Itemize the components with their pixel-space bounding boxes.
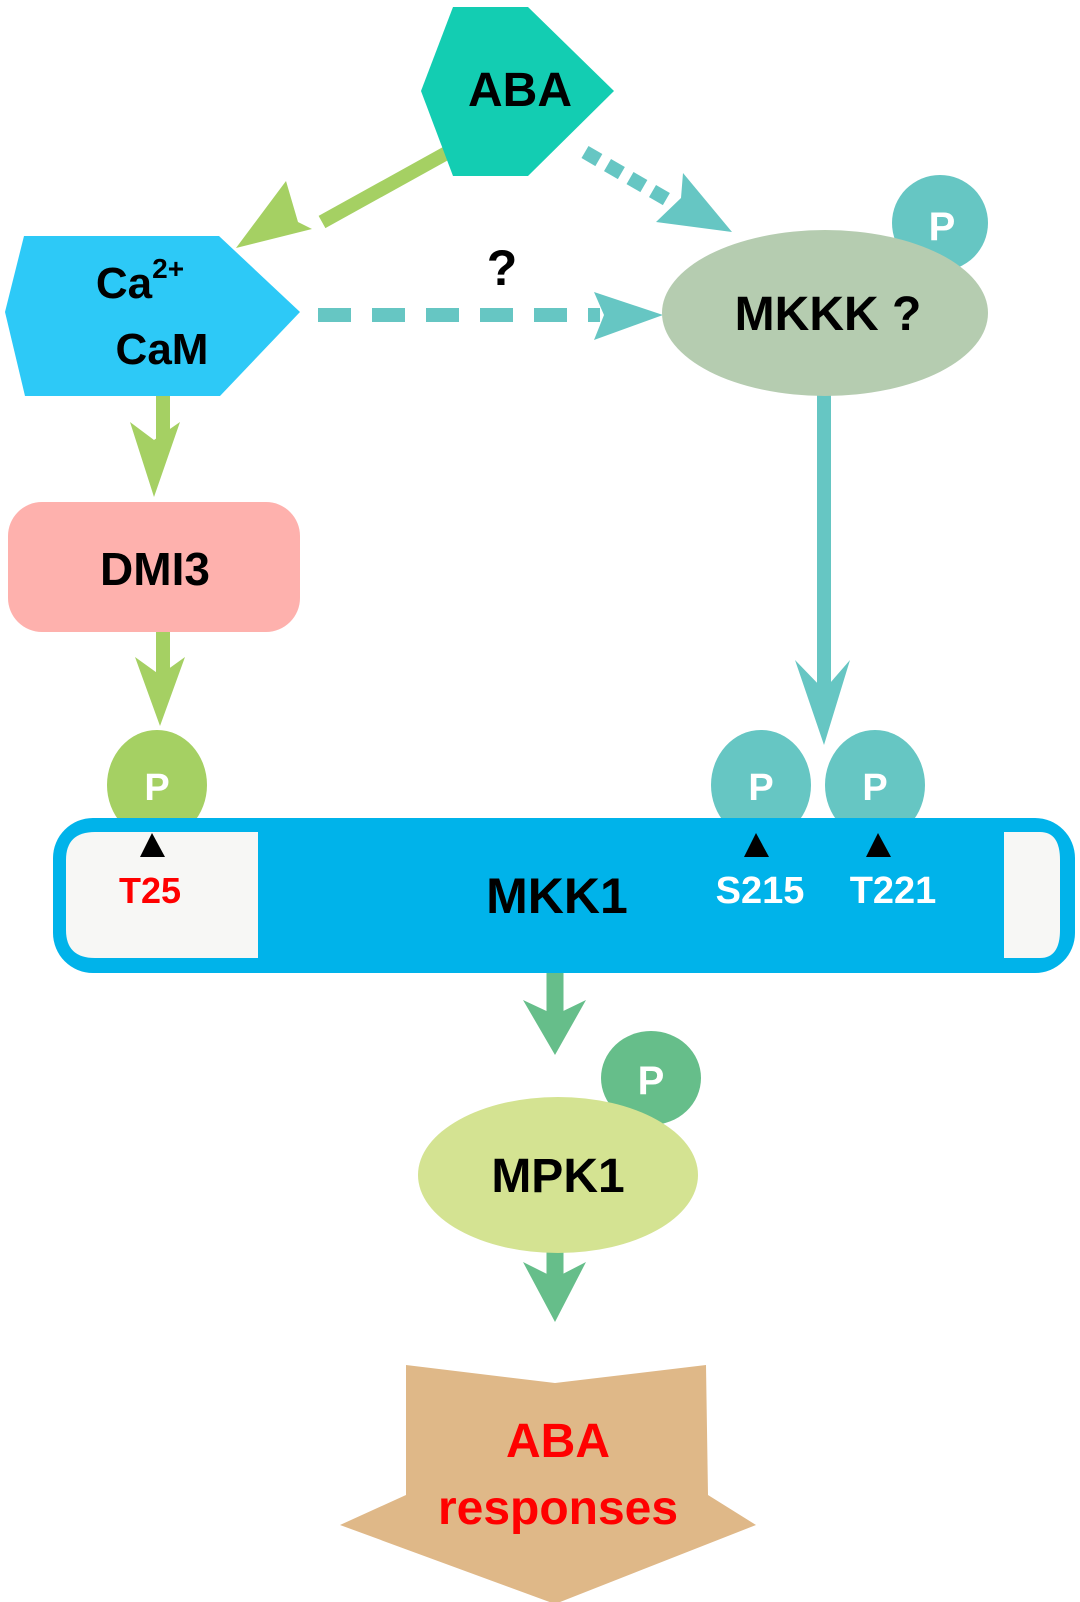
mkk1-n-terminal-cap	[66, 832, 258, 958]
aba-responses-chevron	[340, 1365, 756, 1602]
mkk1-bar	[53, 818, 1075, 973]
aba-responses-label-line1: ABA	[506, 1415, 610, 1468]
dmi3-label: DMI3	[100, 543, 210, 595]
t25-phospho-label: P	[144, 767, 169, 809]
t221-site-marker-icon	[866, 833, 891, 857]
ca-label: Ca2+	[96, 253, 184, 308]
arrow-aba-to-mkkk	[581, 145, 732, 232]
mkkk-ellipse	[662, 230, 988, 396]
mkkk-label: MKKK ?	[735, 288, 922, 341]
arrow-ca-to-dmi3	[130, 395, 180, 497]
t25-phospho-circle	[107, 730, 207, 840]
mkkk-phospho-label: P	[929, 205, 956, 249]
t221-site-label: T221	[850, 870, 937, 912]
cam-label: CaM	[116, 325, 209, 374]
arrow-mkk1-to-mpk1	[523, 960, 586, 1055]
s215-phospho-label: P	[748, 767, 773, 809]
unknown-link-question-mark: ?	[487, 240, 518, 296]
t25-phospho-group: P	[107, 730, 207, 840]
mpk1-label: MPK1	[491, 1150, 624, 1203]
ca-cam-node: Ca2+ CaM	[5, 236, 300, 396]
s215-phospho-group: P	[711, 730, 811, 840]
aba-node: ABA	[421, 7, 614, 176]
mpk1-phospho-circle	[601, 1031, 701, 1125]
mpk1-ellipse	[418, 1097, 698, 1253]
s215-phospho-circle	[711, 730, 811, 840]
aba-hexagon	[421, 7, 614, 176]
mpk1-phospho-label: P	[638, 1059, 665, 1103]
arrow-dmi3-to-t25	[135, 630, 185, 726]
dmi3-box	[8, 502, 300, 632]
arrow-mkkk-to-mkk1	[795, 395, 850, 745]
t221-phospho-label: P	[862, 767, 887, 809]
ca-cam-hexagon	[5, 236, 300, 396]
ca-label-main: Ca	[96, 259, 153, 308]
arrow-ca-to-mkkk	[318, 292, 663, 340]
t221-phospho-group: P	[825, 730, 925, 840]
dmi3-node: DMI3	[8, 502, 300, 632]
mkk1-label: MKK1	[486, 868, 628, 924]
mpk1-node: P MPK1	[418, 1031, 701, 1253]
t221-phospho-circle	[825, 730, 925, 840]
t25-site-marker-icon	[140, 833, 165, 857]
ca-charge-superscript: 2+	[152, 253, 184, 284]
t25-site-label: T25	[119, 870, 181, 911]
aba-responses-label-line2: responses	[438, 1482, 678, 1535]
mkk1-c-terminal-cap	[1004, 832, 1060, 958]
s215-site-marker-icon	[744, 833, 769, 857]
aba-responses-node: ABA responses	[340, 1365, 756, 1602]
aba-label: ABA	[468, 64, 572, 117]
arrow-aba-to-ca	[236, 143, 456, 248]
mkk1-node: T25 MKK1 S215 T221	[53, 818, 1075, 973]
mpk1-phospho-group: P	[601, 1031, 701, 1125]
s215-site-label: S215	[716, 870, 805, 912]
mkkk-node: P MKKK ?	[662, 175, 988, 396]
